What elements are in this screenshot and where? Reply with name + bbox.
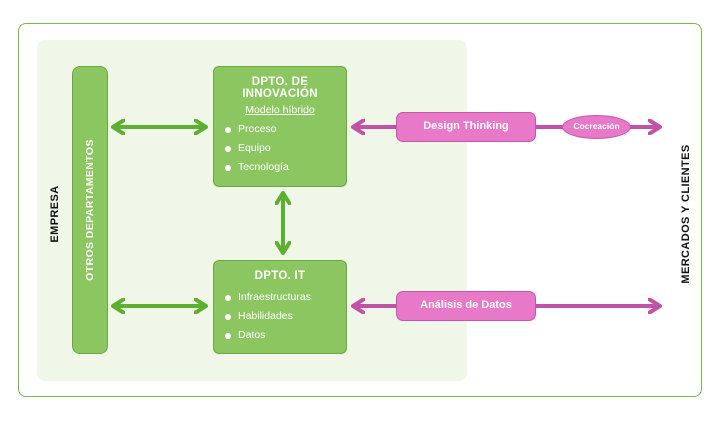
dpto-innovacion-title-line2: INNOVACIÓN — [242, 88, 318, 100]
cocreacion-ellipse: Cocreación — [562, 115, 631, 139]
list-item: Infraestructuras — [223, 288, 346, 307]
dpto-innovacion-title: DPTO. DE INNOVACIÓN — [214, 76, 346, 100]
outer-frame — [18, 23, 702, 397]
analisis-datos-pill: Análisis de Datos — [396, 291, 536, 321]
list-item: Habilidades — [223, 307, 346, 326]
dpto-it-box: DPTO. IT Infraestructuras Habilidades Da… — [213, 260, 347, 354]
otros-departamentos-box — [72, 66, 108, 354]
innovacion-items: Proceso Equipo Tecnología — [214, 120, 346, 177]
it-items: Infraestructuras Habilidades Datos — [214, 288, 346, 345]
dpto-it-title: DPTO. IT — [254, 270, 306, 282]
design-thinking-pill: Design Thinking — [396, 112, 536, 142]
list-item: Tecnología — [223, 158, 346, 177]
list-item: Proceso — [223, 120, 346, 139]
list-item: Datos — [223, 326, 346, 345]
dpto-innovacion-box: DPTO. DE INNOVACIÓN Modelo híbrido Proce… — [213, 66, 347, 187]
modelo-hibrido-subtitle: Modelo híbrido — [245, 104, 315, 116]
dpto-innovacion-title-line1: DPTO. DE — [251, 76, 309, 88]
list-item: Equipo — [223, 139, 346, 158]
